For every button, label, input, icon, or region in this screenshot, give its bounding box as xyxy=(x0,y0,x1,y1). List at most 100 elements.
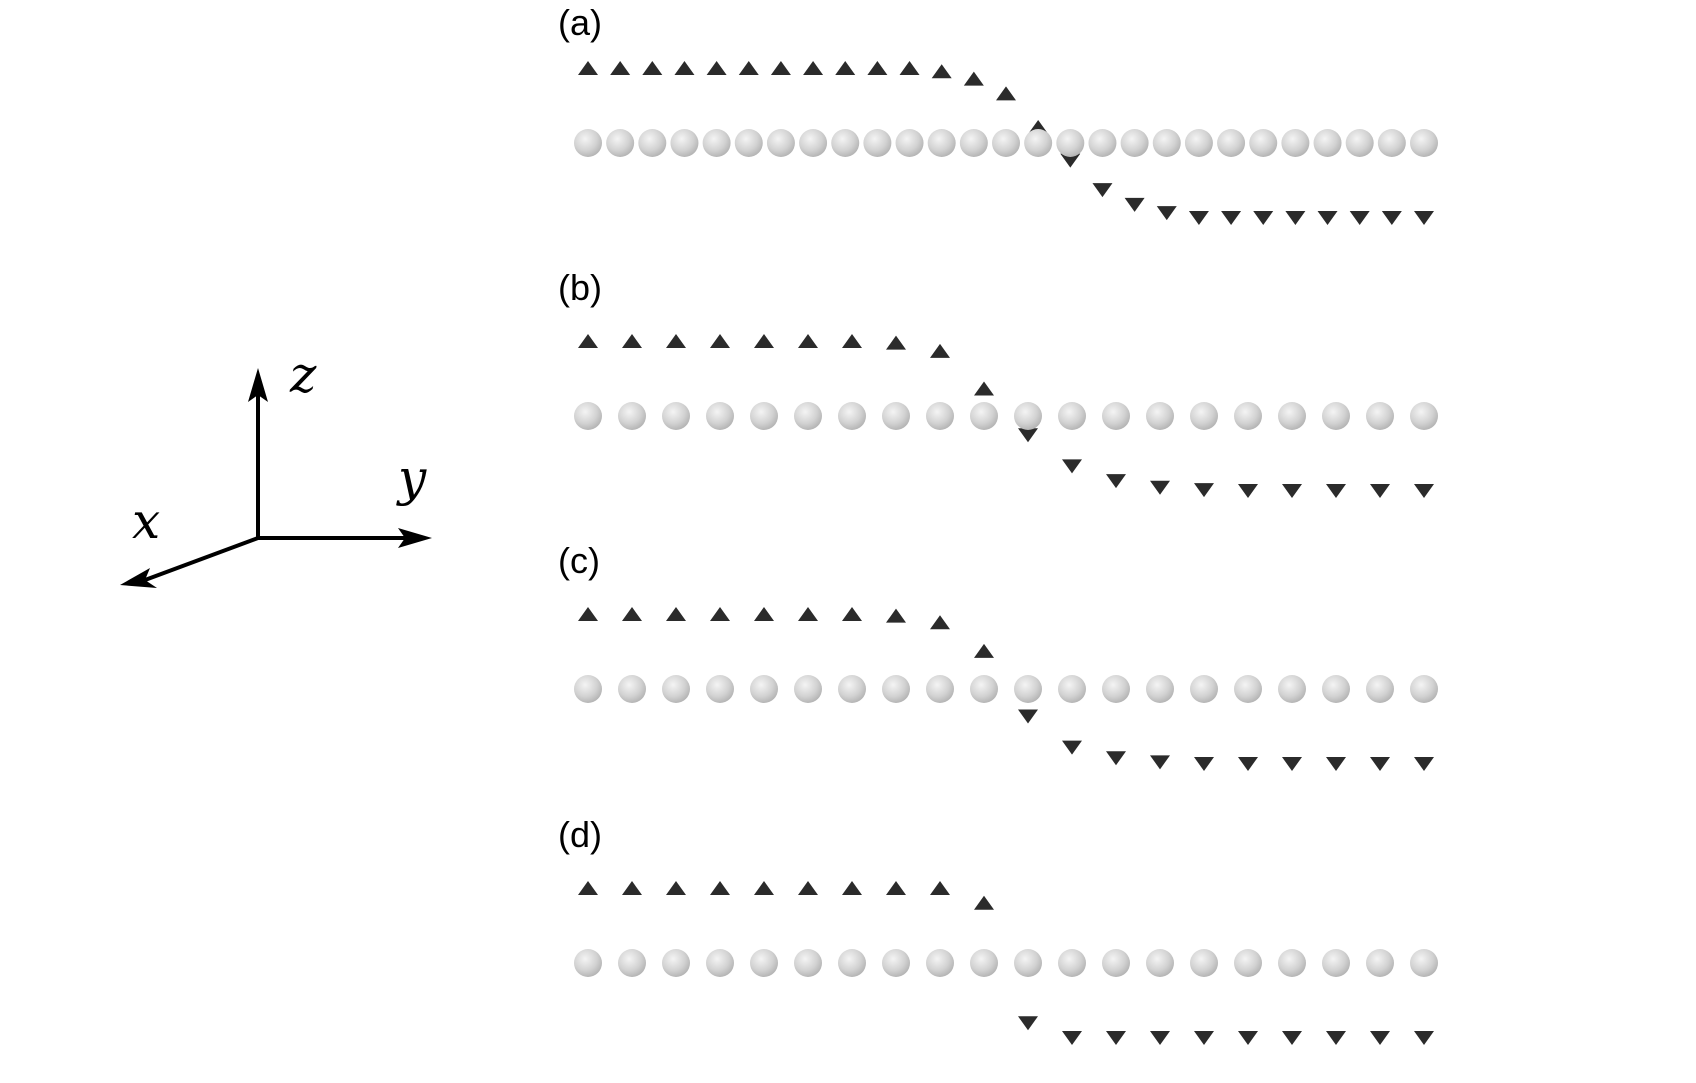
spin-9 xyxy=(926,615,954,763)
spin-arrowhead xyxy=(1414,211,1434,225)
spin-site-sphere xyxy=(1410,402,1438,430)
spin-site-sphere xyxy=(1184,129,1213,157)
spin-arrowhead xyxy=(666,334,686,348)
spin-arrowhead xyxy=(1156,206,1177,221)
spin-arrowhead xyxy=(1282,484,1302,498)
spin-15 xyxy=(1190,607,1218,771)
spin-11 xyxy=(1014,895,1042,1031)
spin-arrowhead xyxy=(1253,211,1274,225)
spin-site-sphere xyxy=(1102,949,1130,977)
spin-arrowhead xyxy=(1150,755,1170,770)
spin-site-sphere xyxy=(574,129,602,157)
spin-site-sphere xyxy=(702,129,731,157)
spin-arrowhead xyxy=(1124,197,1145,212)
spin-arrowhead xyxy=(710,881,730,895)
spin-site-sphere xyxy=(1102,402,1130,430)
spin-arrowhead xyxy=(835,61,856,75)
spin-16 xyxy=(1234,334,1262,498)
spin-site-sphere xyxy=(1056,129,1085,157)
spin-arrowhead xyxy=(1238,1031,1258,1045)
spin-arrowhead xyxy=(1194,1031,1214,1045)
spin-site-sphere xyxy=(662,675,690,703)
x-axis-label: x xyxy=(132,492,160,550)
spin-4 xyxy=(706,607,734,771)
spin-site-sphere xyxy=(606,129,635,157)
spin-site-sphere xyxy=(618,402,646,430)
spin-arrowhead xyxy=(1326,1031,1346,1045)
spin-17 xyxy=(1278,607,1306,771)
spin-18 xyxy=(1322,607,1350,771)
spin-site-sphere xyxy=(794,949,822,977)
spin-arrowhead xyxy=(578,334,598,348)
spin-arrowhead xyxy=(1285,211,1306,225)
spin-site-sphere xyxy=(670,129,699,157)
spin-arrowhead xyxy=(974,643,994,658)
spin-2 xyxy=(618,607,646,771)
spin-arrowhead xyxy=(754,881,774,895)
spin-9 xyxy=(926,343,954,489)
spin-arrowhead xyxy=(1106,751,1126,766)
spin-14 xyxy=(992,86,1020,200)
spin-site-sphere xyxy=(831,129,860,157)
spin-arrowhead xyxy=(996,86,1016,101)
spin-9 xyxy=(831,61,860,225)
spin-arrowhead xyxy=(1326,757,1346,771)
spin-site-sphere xyxy=(662,949,690,977)
spin-site-sphere xyxy=(662,402,690,430)
spin-18 xyxy=(1322,334,1350,498)
spin-16 xyxy=(1234,607,1262,771)
spin-site-sphere xyxy=(1366,949,1394,977)
spin-1 xyxy=(574,61,602,225)
spin-site-sphere xyxy=(1322,949,1350,977)
spin-arrowhead xyxy=(1349,211,1370,225)
spin-10 xyxy=(863,61,892,225)
spin-13 xyxy=(959,71,988,215)
spin-7 xyxy=(838,334,866,498)
spin-site-sphere xyxy=(1281,129,1310,157)
spin-site-sphere xyxy=(706,675,734,703)
spin-13 xyxy=(1102,343,1130,489)
z-axis-arrowhead xyxy=(248,368,268,402)
spin-20 xyxy=(1410,607,1438,771)
spin-17 xyxy=(1088,88,1117,198)
x-axis-arrowhead xyxy=(120,568,157,588)
spin-arrowhead xyxy=(1092,183,1113,198)
spin-11 xyxy=(1014,654,1042,724)
spin-5 xyxy=(750,607,778,771)
spin-site-sphere xyxy=(1014,949,1042,977)
spin-site-sphere xyxy=(1410,949,1438,977)
spin-11 xyxy=(895,61,924,225)
spin-arrowhead xyxy=(963,71,984,86)
spin-6 xyxy=(794,881,822,1045)
spin-1 xyxy=(574,334,602,498)
spin-arrowhead xyxy=(1106,474,1126,489)
spin-arrowhead xyxy=(1317,211,1338,225)
spin-arrowhead xyxy=(1238,484,1258,498)
spin-8 xyxy=(799,61,828,225)
spin-arrowhead xyxy=(899,61,920,75)
panel-d: (d) xyxy=(558,814,1438,1045)
x-axis-line xyxy=(144,536,259,582)
spin-15 xyxy=(1190,881,1218,1045)
spin-site-sphere xyxy=(1024,129,1053,157)
spin-arrowhead xyxy=(754,334,774,348)
spin-arrowhead xyxy=(1282,1031,1302,1045)
spin-site-sphere xyxy=(970,949,998,977)
spin-arrowhead xyxy=(1018,1016,1038,1031)
spin-site-sphere xyxy=(1249,129,1278,157)
spin-5 xyxy=(702,61,731,225)
spin-arrowhead xyxy=(842,607,862,621)
spin-3 xyxy=(638,61,667,225)
spin-arrowhead xyxy=(1282,757,1302,771)
spin-site-sphere xyxy=(618,949,646,977)
spin-site-sphere xyxy=(882,675,910,703)
spin-arrowhead xyxy=(710,334,730,348)
spin-5 xyxy=(750,334,778,498)
panel-label: (c) xyxy=(558,540,600,581)
spin-2 xyxy=(618,334,646,498)
spin-arrowhead xyxy=(1414,1031,1434,1045)
spin-site-sphere xyxy=(1377,129,1406,157)
spin-arrowhead xyxy=(622,607,642,621)
spin-arrowhead xyxy=(674,61,695,75)
spin-arrowhead xyxy=(1414,757,1434,771)
